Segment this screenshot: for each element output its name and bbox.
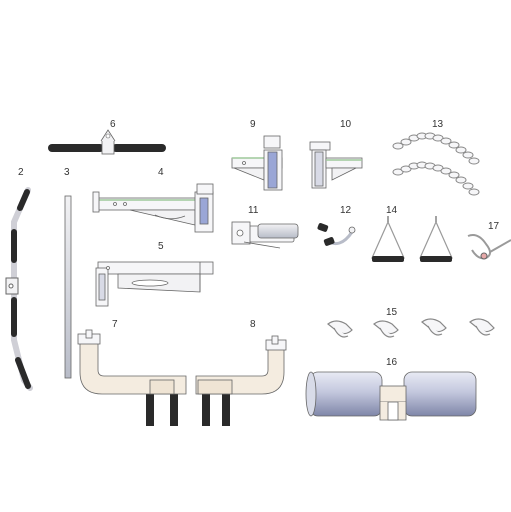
part-7-leg-hold-down <box>77 329 187 426</box>
part-2-curved-bar <box>5 187 33 391</box>
part-13-chains <box>392 132 480 196</box>
part-label-8: 8 <box>250 319 256 330</box>
part-12-ankle-strap <box>317 223 356 246</box>
part-label-15: 15 <box>386 307 398 318</box>
part-10-mount-bracket <box>309 141 363 189</box>
part-9-mount-bracket <box>231 135 283 191</box>
part-11-pulley-bracket <box>231 221 299 249</box>
part-label-5: 5 <box>158 241 164 252</box>
part-label-6: 6 <box>110 119 116 130</box>
part-label-4: 4 <box>158 167 164 178</box>
part-label-2: 2 <box>18 167 24 178</box>
part-label-16: 16 <box>386 357 398 368</box>
part-label-9: 9 <box>250 119 256 130</box>
part-label-11: 11 <box>248 205 259 216</box>
part-label-10: 10 <box>340 119 352 130</box>
part-3-straight-rod <box>64 195 72 379</box>
part-label-3: 3 <box>64 167 70 178</box>
part-6-row-handle <box>48 129 166 155</box>
part-17-cable-clip <box>467 234 511 260</box>
part-16-foam-roller <box>305 371 477 421</box>
part-label-13: 13 <box>432 119 444 130</box>
part-4-bracket-arm <box>92 183 214 233</box>
part-label-17: 17 <box>488 221 500 232</box>
part-14-stirrup-handles <box>371 216 453 262</box>
part-label-14: 14 <box>386 205 398 216</box>
part-15-snap-hooks <box>327 318 495 338</box>
part-label-7: 7 <box>112 319 118 330</box>
part-5-bracket-arm <box>95 261 214 307</box>
part-label-12: 12 <box>340 205 352 216</box>
part-8-leg-hold-down <box>195 335 287 426</box>
